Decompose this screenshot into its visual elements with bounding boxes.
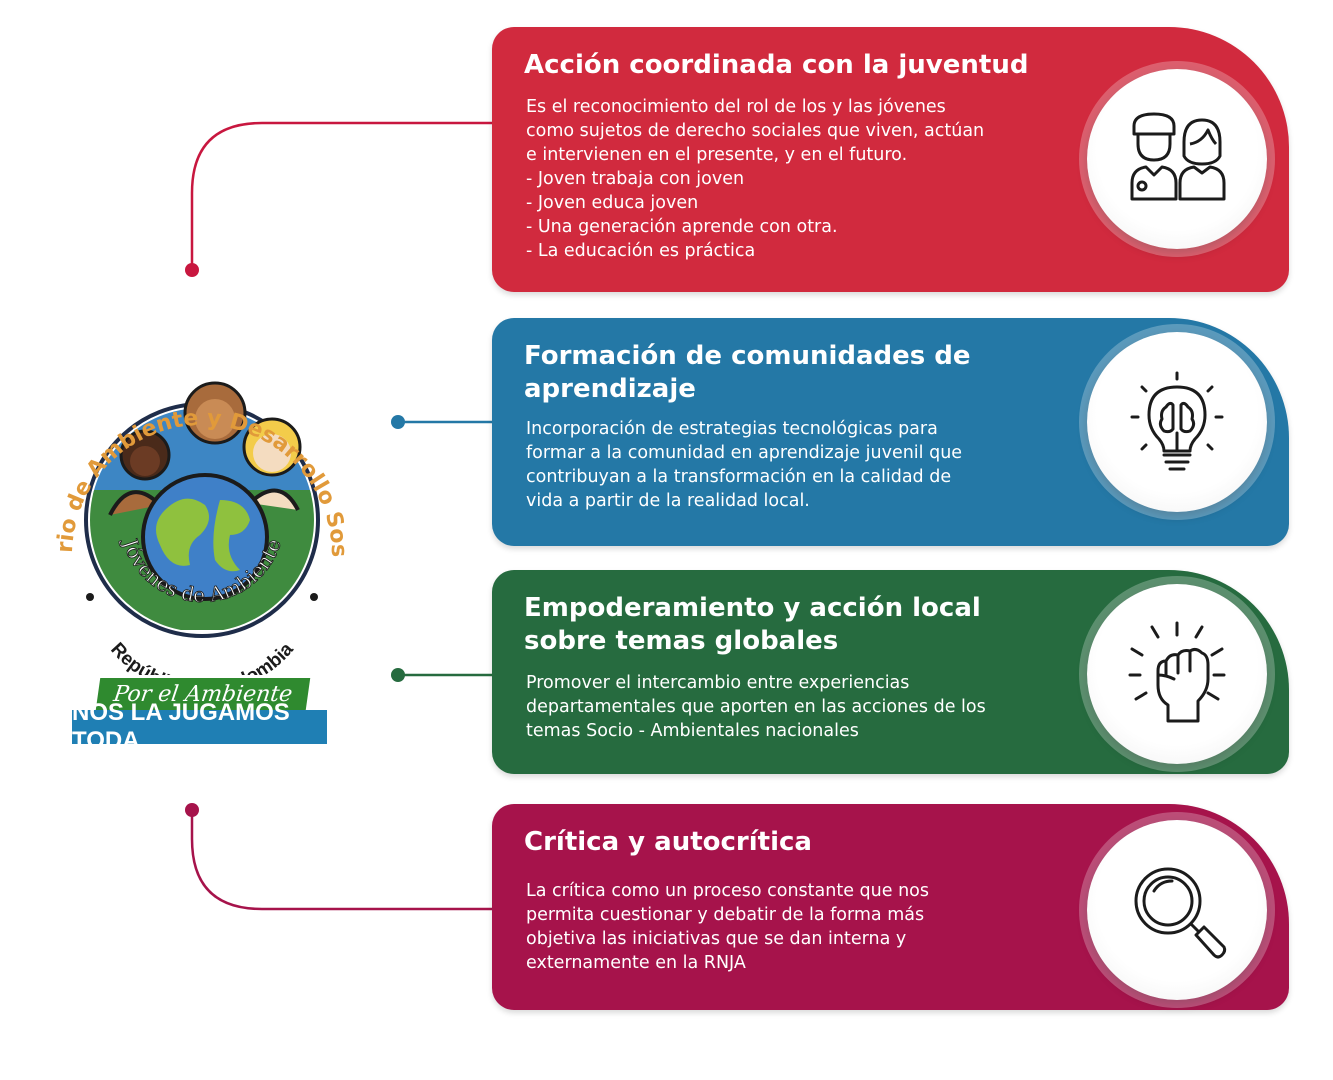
- card-title: Formación de comunidades de aprendizaje: [524, 341, 971, 404]
- connector-dot-top: [185, 263, 199, 277]
- ministry-logo: Ministerio de Ambiente y Desarrollo Sost…: [29, 316, 360, 755]
- icon-circle: [1087, 69, 1267, 249]
- connector-dot-bottom: [185, 803, 199, 817]
- card-body: Promover el intercambio entre experienci…: [526, 673, 986, 741]
- card-body: La crítica como un proceso constante que…: [526, 881, 929, 973]
- card-body: Incorporación de estrategias tecnológica…: [526, 419, 963, 511]
- connector-bottom: [190, 812, 492, 911]
- icon-circle: [1087, 332, 1267, 512]
- card-empowerment: Empoderamiento y acción local sobre tema…: [492, 570, 1289, 774]
- magnifying-glass-icon: [1134, 867, 1227, 959]
- card-title: Empoderamiento y acción local sobre tema…: [524, 593, 981, 656]
- slogan-line2: NOS LA JUGAMOS TODA: [72, 699, 327, 754]
- connector-dot-second: [391, 415, 405, 429]
- connector-top: [190, 121, 492, 268]
- logo-emblem: Ministerio de Ambiente y Desarrollo Sost…: [29, 316, 351, 698]
- card-body: Es el reconocimiento del rol de los y la…: [526, 97, 985, 261]
- youth-people-icon: [1130, 112, 1226, 201]
- icon-circle: [1087, 584, 1267, 764]
- card-title: Crítica y autocrítica: [524, 827, 812, 857]
- icon-circle: [1087, 820, 1267, 1000]
- logo-bottom-text: República de Colombia: [106, 639, 298, 675]
- slogan-banner: Por el Ambiente NOS LA JUGAMOS TODA: [70, 674, 330, 754]
- raised-fist-icon: [1128, 621, 1226, 723]
- card-youth-coordination: Acción coordinada con la juventud Es el …: [492, 27, 1289, 292]
- brain-lightbulb-icon: [1130, 371, 1224, 471]
- card-learning-communities: Formación de comunidades de aprendizaje …: [492, 318, 1289, 546]
- connector-dot-third: [391, 668, 405, 682]
- card-critique: Crítica y autocrítica La crítica como un…: [492, 804, 1289, 1010]
- card-title: Acción coordinada con la juventud: [524, 50, 1029, 80]
